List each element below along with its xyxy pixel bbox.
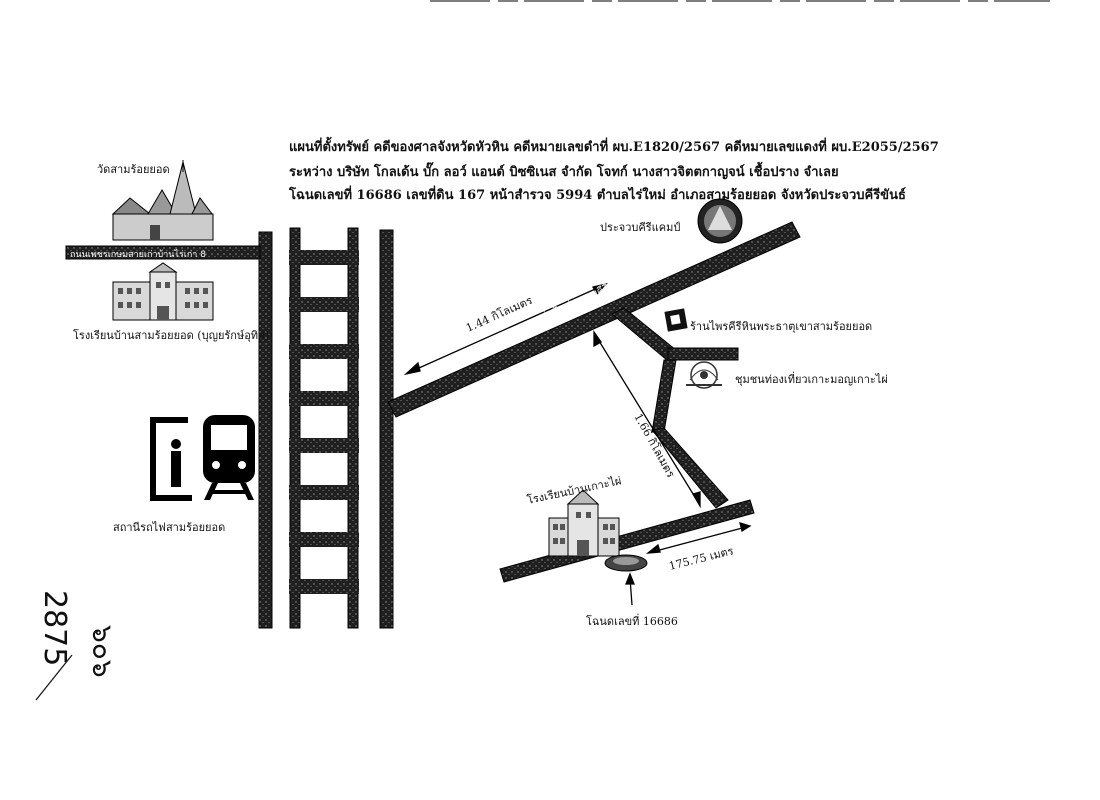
distance-arrow-1 (403, 282, 608, 376)
header-line-3: โฉนดเลขที่ 16686 เลขที่ดิน 167 หน้าสำรวจ… (289, 188, 906, 203)
school-top-label: โรงเรียนบ้านสามร้อยยอด (บุญยรักษ์อุทิศ) (73, 329, 270, 342)
deed-label: โฉนดเลขที่ 16686 (586, 615, 678, 628)
highway-road (387, 221, 801, 418)
shop-label: ร้านไพรคีรีหินพระธาตุเขาสามร้อยยอด (690, 320, 873, 333)
top-road-label: ถนนเพชรเกษมสายเก่าบ้านไร่เก่า 8 (70, 249, 206, 260)
header-line-2: ระหว่าง บริษัท โกลเด้น บั๊ก ลอว์ แอนด์ บ… (289, 165, 839, 180)
top-road (65, 245, 261, 260)
camp-label: ประจวบคีรีแคมป์ (600, 221, 681, 234)
community-icon (686, 361, 722, 389)
school-bottom-icon (548, 489, 620, 557)
parcel-marker-icon (604, 554, 648, 572)
margin-slash (35, 654, 73, 701)
railway-track (289, 227, 359, 629)
camp-emblem-icon (697, 198, 743, 244)
margin-handwritten-number: 2875 (37, 590, 72, 667)
header-line-1: แผนที่ตั้งทรัพย์ คดีของศาลจังหวัดหัวหิน … (289, 140, 939, 155)
distance-3-label: 175.75 เมตร (668, 544, 735, 573)
temple-icon (111, 160, 214, 241)
temple-label: วัดสามร้อยยอด (97, 163, 170, 176)
train-station-icon (150, 415, 255, 501)
railway-sleepers (289, 250, 359, 594)
right-road (379, 229, 394, 629)
branch-road-2 (667, 347, 739, 361)
distance-arrow-3 (645, 522, 752, 554)
school-top-icon (112, 262, 214, 321)
branch-road-3 (651, 359, 677, 433)
margin-handwritten-note: ๖๐๖ (86, 625, 119, 678)
distance-arrow-2 (593, 329, 701, 509)
branch-road-4 (651, 427, 729, 509)
community-label: ชุมชนท่องเที่ยวเกาะมอญเกาะไผ่ (735, 373, 888, 386)
deed-arrow (625, 572, 635, 606)
left-road (258, 231, 273, 629)
station-label: สถานีรถไฟสามร้อยยอด (113, 521, 226, 534)
shop-icon (664, 308, 688, 332)
bottom-road (499, 499, 755, 583)
